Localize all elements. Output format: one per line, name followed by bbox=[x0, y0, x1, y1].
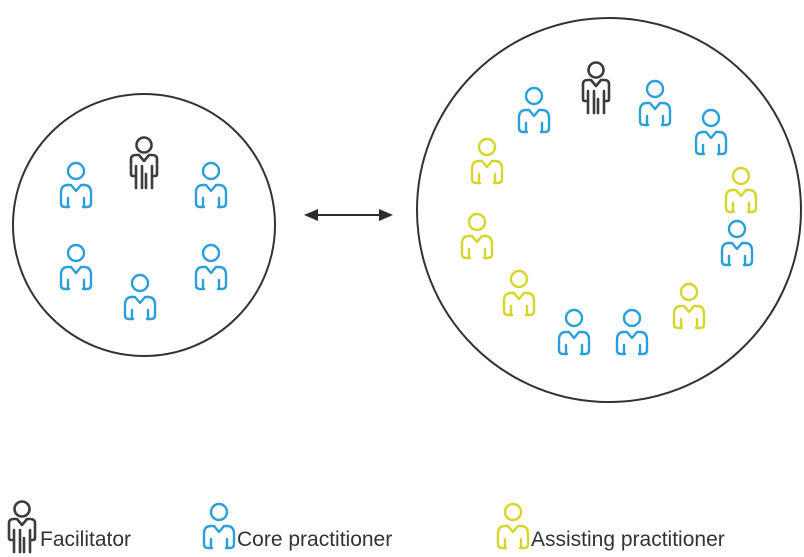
core-person-icon bbox=[720, 219, 754, 267]
core-person-icon bbox=[638, 79, 672, 127]
assisting-person-icon bbox=[724, 166, 758, 214]
legend-label-core: Core practitioner bbox=[237, 528, 393, 551]
core-person-icon bbox=[59, 243, 93, 291]
core-person-icon bbox=[694, 108, 728, 156]
assisting-person-icon bbox=[672, 282, 706, 330]
core-person-icon bbox=[59, 161, 93, 209]
core-person-icon bbox=[123, 273, 157, 321]
core-person-icon bbox=[202, 502, 236, 550]
legend-label-assisting: Assisting practitioner bbox=[531, 528, 725, 551]
people-layer bbox=[59, 61, 758, 356]
double-arrow-icon bbox=[304, 209, 393, 221]
core-person-icon bbox=[557, 308, 591, 356]
small-group-circle bbox=[12, 93, 276, 357]
core-person-icon bbox=[517, 86, 551, 134]
assisting-person-icon bbox=[460, 212, 494, 260]
facilitator-person-icon bbox=[129, 136, 159, 190]
large-group-circle bbox=[416, 17, 802, 403]
facilitator-person-icon bbox=[581, 61, 611, 115]
assisting-person-icon bbox=[502, 269, 536, 317]
assisting-person-icon bbox=[496, 502, 530, 550]
facilitator-person-icon bbox=[7, 500, 37, 554]
core-person-icon bbox=[194, 243, 228, 291]
assisting-person-icon bbox=[470, 137, 504, 185]
legend-label-facilitator: Facilitator bbox=[40, 528, 132, 551]
core-person-icon bbox=[615, 308, 649, 356]
core-person-icon bbox=[194, 161, 228, 209]
